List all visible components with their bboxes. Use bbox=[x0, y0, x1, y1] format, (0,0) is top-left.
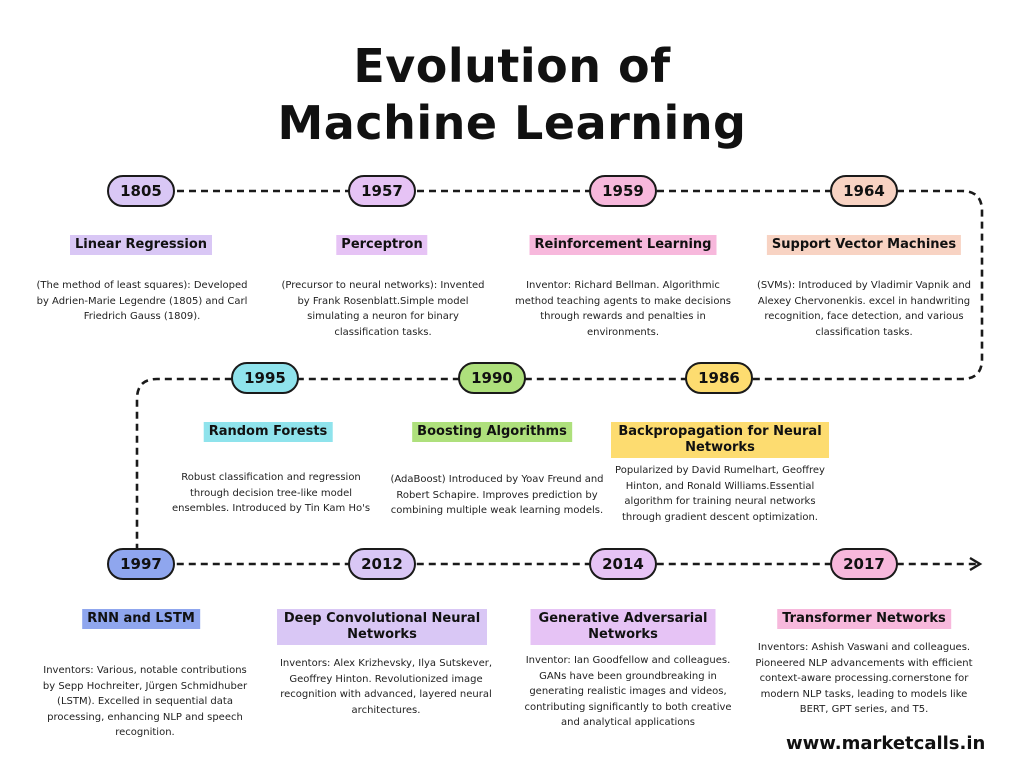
title-line-1: Evolution of bbox=[353, 39, 671, 93]
milestone-desc-deep-cnn: Inventors: Alex Krizhevsky, Ilya Sutskev… bbox=[279, 658, 493, 716]
milestone-desc-backpropagation: Popularized by David Rumelhart, Geoffrey… bbox=[615, 465, 825, 523]
milestone-desc-random-forests: Robust classification and regression thr… bbox=[171, 472, 371, 514]
year-pill-2014: 2014 bbox=[589, 548, 657, 580]
arrow-head-icon bbox=[969, 556, 983, 572]
milestone-desc-boosting-algorithms: (AdaBoost) Introduced by Yoav Freund and… bbox=[390, 474, 604, 516]
milestone-title-boosting-algorithms: Boosting Algorithms bbox=[412, 422, 572, 442]
year-pill-1990: 1990 bbox=[458, 362, 526, 394]
year-pill-1964: 1964 bbox=[830, 175, 898, 207]
year-pill-1986: 1986 bbox=[685, 362, 753, 394]
year-pill-1805: 1805 bbox=[107, 175, 175, 207]
milestone-desc-reinforcement-learning: Inventor: Richard Bellman. Algorithmic m… bbox=[514, 280, 732, 338]
year-pill-2012: 2012 bbox=[348, 548, 416, 580]
title-line-2: Machine Learning bbox=[277, 96, 747, 150]
milestone-title-perceptron: Perceptron bbox=[336, 235, 428, 255]
milestone-desc-linear-regression: (The method of least squares): Developed… bbox=[36, 280, 248, 322]
milestone-title-support-vector-machines: Support Vector Machines bbox=[766, 235, 962, 255]
year-pill-2017: 2017 bbox=[830, 548, 898, 580]
milestone-desc-rnn-lstm: Inventors: Various, notable contribution… bbox=[42, 665, 248, 738]
milestone-title-transformer-networks: Transformer Networks bbox=[777, 609, 951, 629]
year-pill-1997: 1997 bbox=[107, 548, 175, 580]
year-pill-1959: 1959 bbox=[589, 175, 657, 207]
year-pill-1957: 1957 bbox=[348, 175, 416, 207]
milestone-title-reinforcement-learning: Reinforcement Learning bbox=[529, 235, 717, 255]
milestone-desc-transformer-networks: Inventors: Ashish Vaswani and colleagues… bbox=[755, 642, 973, 715]
milestone-title-backpropagation: Backpropagation for Neural Networks bbox=[611, 422, 829, 458]
milestone-title-rnn-lstm: RNN and LSTM bbox=[82, 609, 200, 629]
website-url: www.marketcalls.in bbox=[786, 733, 986, 754]
milestone-title-deep-cnn: Deep Convolutional Neural Networks bbox=[277, 609, 487, 645]
milestone-desc-gans: Inventor: Ian Goodfellow and colleagues.… bbox=[524, 655, 732, 728]
milestone-desc-support-vector-machines: (SVMs): Introduced by Vladimir Vapnik an… bbox=[756, 280, 972, 338]
milestone-desc-perceptron: (Precursor to neural networks): Invented… bbox=[281, 280, 485, 338]
milestone-title-random-forests: Random Forests bbox=[203, 422, 333, 442]
milestone-title-gans: Generative Adversarial Networks bbox=[530, 609, 716, 645]
milestone-title-linear-regression: Linear Regression bbox=[70, 235, 212, 255]
year-pill-1995: 1995 bbox=[231, 362, 299, 394]
